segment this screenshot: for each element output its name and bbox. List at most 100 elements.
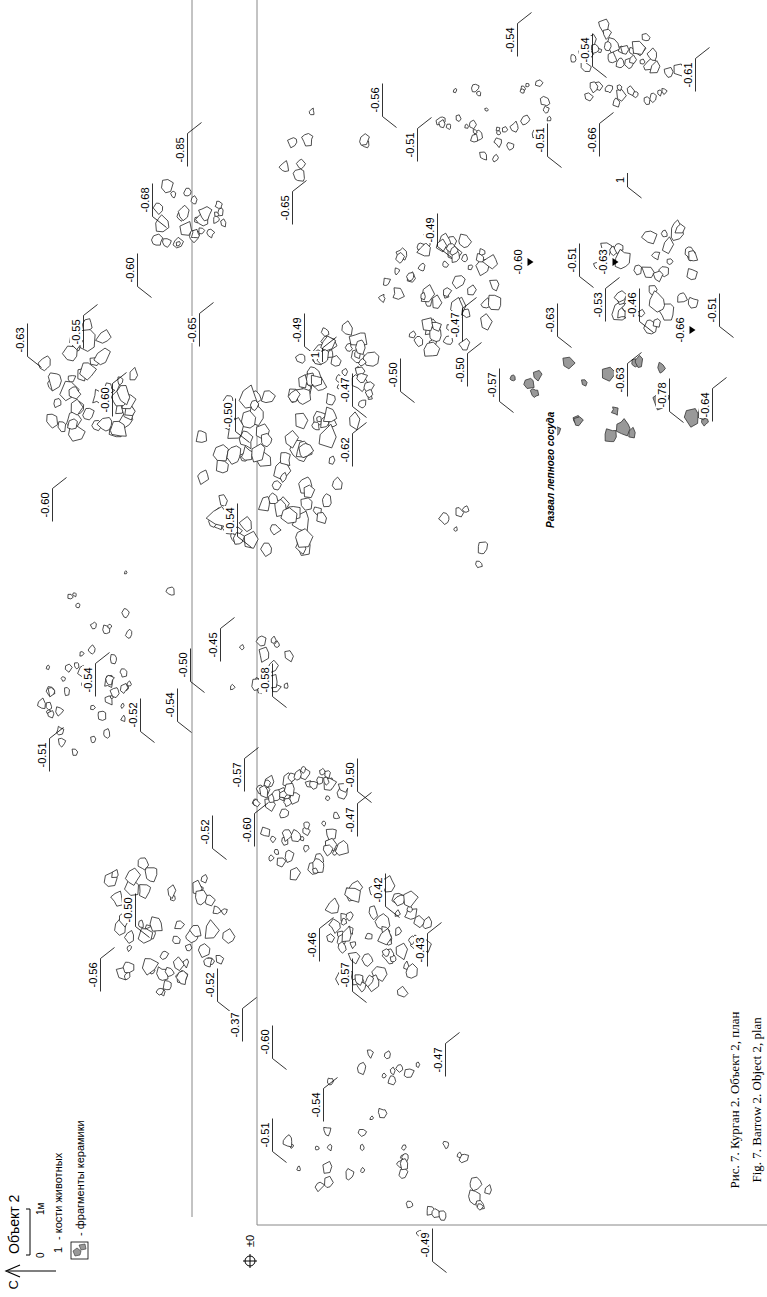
leader-line	[593, 67, 607, 78]
leader-line	[53, 478, 67, 489]
leader-line	[213, 849, 227, 860]
leader-line	[548, 157, 562, 168]
leader-line	[221, 618, 235, 629]
elevation-label: -0.50	[122, 896, 135, 923]
stone	[301, 498, 312, 510]
stone	[125, 931, 134, 944]
stone	[127, 681, 131, 686]
elevation-label: -0.50	[454, 356, 467, 383]
stone	[494, 138, 502, 148]
stone	[383, 278, 390, 285]
stone	[124, 571, 127, 574]
leader-line	[353, 423, 367, 434]
stone	[191, 229, 199, 237]
stone	[322, 821, 326, 826]
stone	[296, 413, 308, 429]
stone	[362, 954, 373, 967]
stone	[196, 890, 208, 905]
stone	[526, 84, 529, 87]
leader-line	[606, 278, 620, 289]
stone	[269, 794, 274, 803]
stone	[76, 603, 80, 608]
leader-line	[401, 392, 415, 403]
leader-line	[322, 348, 323, 362]
stone	[397, 986, 408, 997]
stone	[459, 1154, 469, 1162]
leader-line	[600, 113, 614, 124]
stone	[658, 90, 662, 96]
stone	[304, 485, 315, 498]
stone	[48, 373, 61, 391]
leader-line	[427, 934, 428, 967]
stone	[370, 1116, 374, 1120]
stone	[239, 645, 244, 650]
scale-label: 1м	[35, 1202, 47, 1216]
elevation-label: -0.56	[87, 961, 100, 988]
stone	[473, 130, 477, 134]
elevation-label: -0.68	[139, 186, 152, 213]
stone	[610, 246, 617, 256]
leader-line	[323, 1089, 324, 1122]
stone	[396, 253, 405, 264]
leader-line	[220, 629, 221, 662]
stone	[290, 868, 300, 881]
stone	[497, 131, 501, 135]
stone	[481, 314, 493, 330]
stone	[471, 134, 478, 142]
stone	[543, 106, 549, 113]
stone	[571, 55, 576, 62]
stone	[483, 255, 498, 269]
stone	[297, 1166, 301, 1170]
stone	[68, 419, 78, 429]
stone	[468, 285, 477, 295]
leader-line	[135, 894, 136, 927]
stone	[342, 926, 351, 942]
stone	[156, 215, 169, 232]
stone	[317, 513, 327, 524]
legend-text: - фрагменты керамики	[74, 1119, 87, 1237]
stone	[615, 249, 630, 268]
leader-line	[273, 1059, 287, 1070]
elevation-label: -0.54	[224, 506, 237, 533]
elevation-label: -0.46	[626, 291, 639, 318]
stone	[168, 885, 176, 899]
leader-line	[579, 244, 580, 277]
stone	[104, 729, 110, 739]
elevation-label: -0.60	[124, 256, 137, 283]
stone	[617, 90, 627, 102]
stone	[90, 622, 96, 629]
ceramic-fragment	[616, 419, 630, 436]
stone	[342, 368, 348, 376]
leader-line	[190, 649, 191, 682]
stone	[332, 477, 342, 489]
stone	[378, 928, 392, 944]
leader-line	[141, 732, 155, 743]
leader-line	[358, 793, 372, 804]
stone	[521, 115, 530, 125]
leader-line	[140, 699, 141, 732]
stone	[396, 943, 407, 960]
elevation-label: -0.60	[39, 491, 52, 518]
stone	[199, 228, 205, 234]
stone	[400, 1159, 407, 1170]
stone	[47, 414, 58, 428]
stone	[160, 951, 169, 959]
stone	[97, 418, 112, 432]
stone	[444, 288, 452, 297]
stone	[127, 945, 131, 951]
ceramic-fragment	[658, 362, 666, 373]
stone	[478, 542, 487, 554]
stone	[283, 1135, 292, 1147]
leader-line	[432, 1229, 433, 1262]
stone	[185, 944, 192, 951]
leader-line	[383, 117, 397, 128]
stone	[462, 254, 468, 261]
stone	[642, 231, 658, 244]
stone	[319, 424, 336, 448]
stone	[80, 652, 84, 657]
stone	[327, 934, 335, 943]
stone	[105, 696, 112, 705]
stone	[395, 910, 400, 917]
stone	[417, 243, 431, 256]
